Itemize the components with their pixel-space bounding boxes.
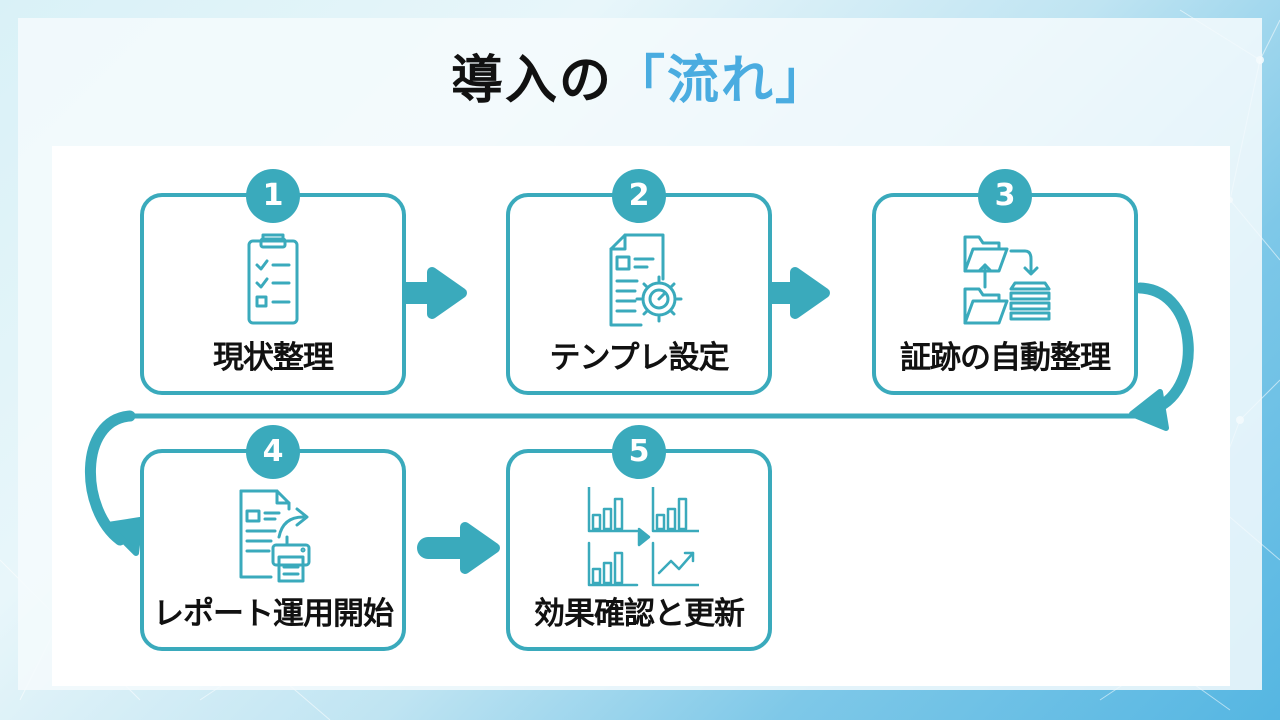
chart-compare-icon (587, 487, 699, 587)
step-number-badge: 2 (612, 169, 666, 223)
title-accent: 「流れ」 (613, 51, 830, 111)
step-card-4: 4 レポート運用開始 (140, 425, 406, 651)
step-card-2: 2 テンプレ設定 (506, 169, 772, 395)
step-label: 現状整理 (213, 340, 334, 376)
folder-transfer-icon (963, 235, 1051, 325)
clipboard-checklist-icon (247, 233, 299, 325)
step-number-badge: 1 (246, 169, 300, 223)
step-label: 効果確認と更新 (534, 596, 745, 632)
step-label: レポート運用開始 (153, 596, 394, 632)
step-label: 証跡の自動整理 (900, 340, 1111, 376)
document-print-icon (239, 489, 311, 583)
curved-arrow-down-icon (105, 517, 143, 556)
step-card-5: 5 効果確認と更新 (506, 425, 772, 651)
curved-arrow-down-icon (1129, 389, 1169, 431)
step-label: テンプレ設定 (549, 340, 729, 376)
step-number-badge: 5 (612, 425, 666, 479)
document-gear-icon (609, 233, 683, 327)
step-card-1: 1 現状整理 (140, 169, 406, 395)
step-number-badge: 4 (246, 425, 300, 479)
step-card-3: 3 証跡の自動整理 (872, 169, 1138, 395)
arrow-right-icon (417, 522, 500, 574)
step-number-badge: 3 (978, 169, 1032, 223)
page-title: 導入の「流れ」 (0, 38, 1280, 113)
title-prefix: 導入の (450, 51, 613, 111)
